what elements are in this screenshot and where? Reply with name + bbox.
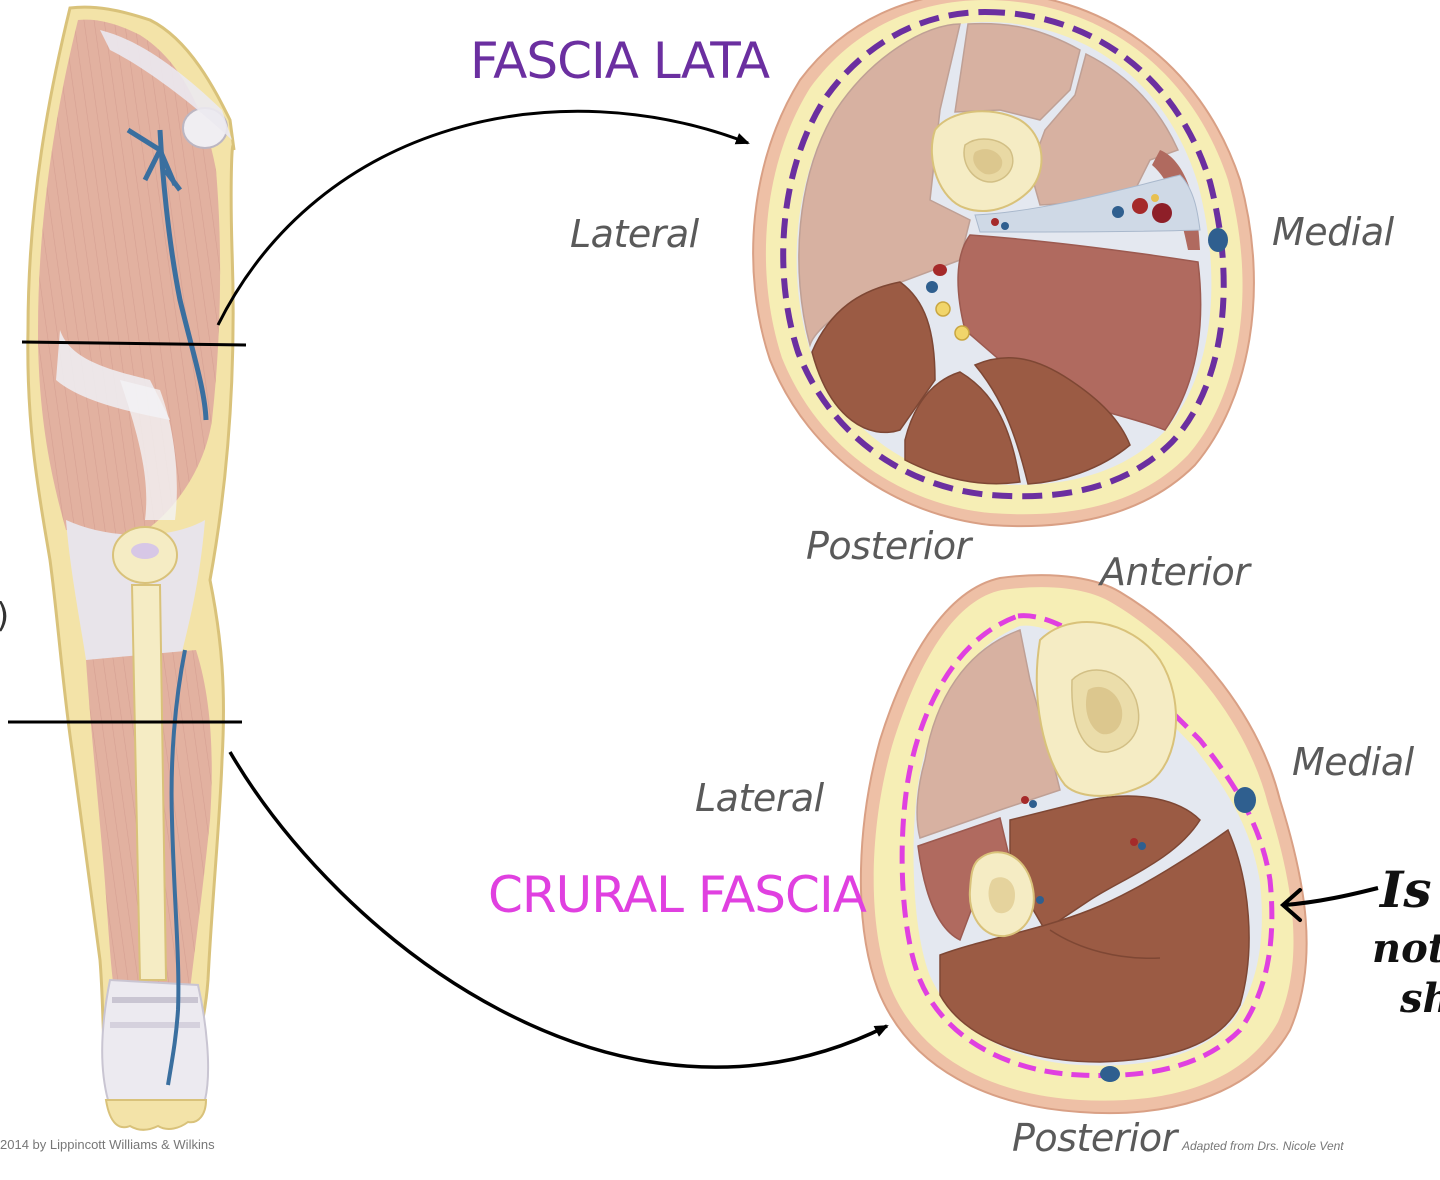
- toes: [104, 1099, 208, 1131]
- thigh-section-line: [21, 340, 247, 347]
- femoral-artery: [1132, 198, 1148, 214]
- thigh-medial-label: Medial: [1272, 210, 1394, 254]
- arrow-to-leg-section: [228, 751, 889, 1069]
- leg-anterior-label: Anterior: [1100, 550, 1250, 594]
- thigh-cross-section: [752, 0, 1255, 528]
- handwritten-arrow: [1284, 886, 1379, 907]
- handwritten-note-line1: Is: [1380, 860, 1432, 919]
- superficial-posterior-compartment: [939, 828, 1250, 1063]
- quadriceps-medial: [1029, 52, 1180, 206]
- hamstring-3: [973, 357, 1131, 485]
- handwritten-note-line2: not: [1372, 925, 1440, 972]
- leg-medial-label: Medial: [1292, 740, 1414, 784]
- arrow-to-thigh-section: [216, 109, 750, 326]
- copyright-credit: 2014 by Lippincott Williams & Wilkins: [0, 1137, 215, 1152]
- anterior-compartment: [916, 628, 1061, 839]
- leg-great-saphenous-vein: [1234, 787, 1256, 813]
- hamstring-1: [811, 281, 936, 434]
- handwritten-note-line3: sh: [1400, 975, 1440, 1022]
- leg-cross-section: [859, 574, 1308, 1115]
- femoral-vein: [1152, 203, 1172, 223]
- leg-small-saphenous-vein: [1100, 1066, 1120, 1082]
- thigh-posterior-label: Posterior: [806, 524, 971, 568]
- thigh-lateral-label: Lateral: [570, 212, 699, 256]
- crural-fascia-line: [899, 613, 1275, 1079]
- fascia-lata-line: [780, 8, 1227, 500]
- tibia: [130, 584, 168, 981]
- adductor-group: [957, 234, 1202, 431]
- deep-posterior-compartment: [1009, 795, 1201, 932]
- leg-lateral-label: Lateral: [695, 776, 824, 820]
- edge-mark: ): [0, 596, 9, 636]
- leg-posterior-label: Posterior: [1012, 1116, 1177, 1160]
- hamstring-2: [904, 371, 1021, 485]
- fascia-lata-title: FASCIA LATA: [470, 32, 770, 90]
- thigh-great-saphenous-vein: [1208, 228, 1228, 252]
- sciatic-artery: [933, 264, 947, 276]
- crural-fascia-title: CRURAL FASCIA: [488, 866, 867, 924]
- adductor-canal: [974, 174, 1201, 233]
- quadriceps-anterior: [954, 22, 1081, 121]
- leg-illustration: [8, 5, 247, 1131]
- adaptation-credit: Adapted from Drs. Nicole Vent: [1182, 1139, 1344, 1153]
- great-saphenous-vein: [157, 129, 209, 421]
- sciatic-nerve: [935, 301, 951, 317]
